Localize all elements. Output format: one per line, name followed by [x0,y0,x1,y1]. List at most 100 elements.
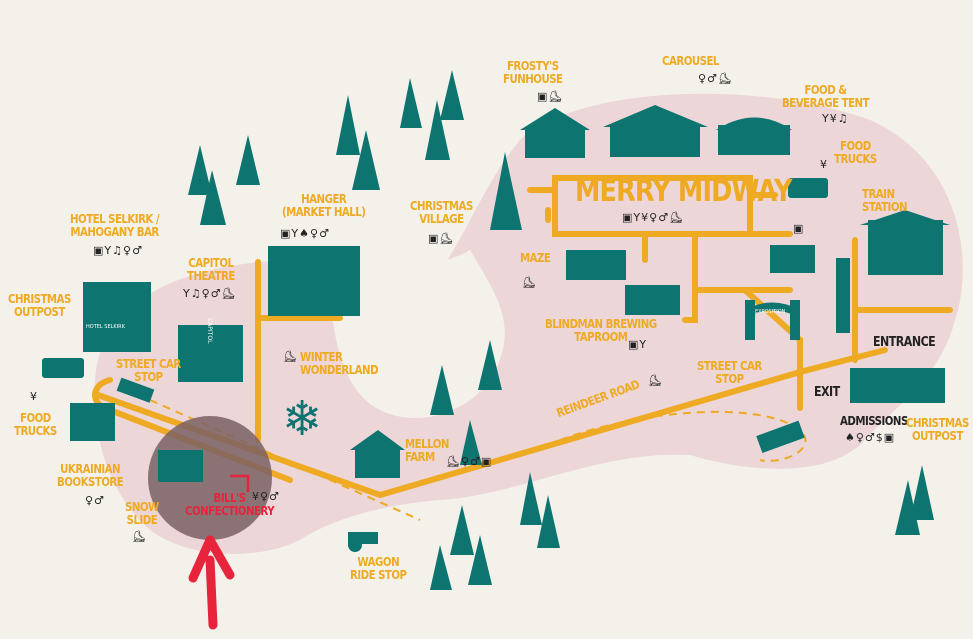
money-icon: $ [875,431,884,444]
food-trucks-right-label: FOOD TRUCKS [834,139,877,166]
bills-amenities: ¥♀♂ [252,490,280,503]
capitol-theatre-label: CAPITOL THEATRE [187,256,235,283]
food-bev-amenities: Y¥♫ [822,112,849,125]
reindeer-road-amenities: ⛸ [648,374,663,387]
trees [188,70,934,590]
food-icon: ¥ [252,490,260,503]
streetcar-left [116,377,155,403]
sleigh-icon: ⛸ [669,211,685,224]
train-station-label: TRAIN STATION [862,187,908,214]
carousel-label: CAROUSEL [662,54,719,68]
merry-midway-label: MERRY MIDWAY [575,174,792,209]
christmas-village-label: CHRISTMAS VILLAGE [410,199,473,226]
restroom-icon: ♀♂ [855,431,876,444]
pavilion-building [770,245,815,273]
hotel-selkirk-amenities: ▣Y♫♀♂ [93,244,143,257]
restroom-icon: ♀♂ [201,287,222,300]
streetcar-right [756,420,805,453]
buildings [42,105,950,552]
hotel-selkirk-building [83,282,151,352]
exit-label: EXIT [814,385,840,400]
gift-icon: ▣ [480,455,493,468]
hotel-sign: HOTEL SELKIRK [86,324,126,330]
restroom-icon: ♀♂ [85,494,105,507]
ukrainian-bookstore-label: UKRAINIAN BOOKSTORE [57,462,124,489]
food-truck-left [42,358,84,378]
taproom-building [625,285,680,315]
gift-icon: ▣ [428,232,440,245]
bills-confectionery-label[interactable]: BILL'S CONFECTIONERY [185,491,275,518]
blindman-amenities: ▣Y [628,338,647,351]
drink-icon: Y [822,112,830,125]
street-car-stop-left-label: STREET CAR STOP [116,357,181,384]
blindman-taproom-label: BLINDMAN BREWING TAPROOM [545,317,657,344]
train [836,258,850,333]
mellon-farm-building [355,448,400,478]
restroom-icon: ♀♂ [123,244,143,257]
food-icon: ¥ [30,390,38,403]
admissions-building [850,368,945,403]
entrance-arch [745,300,755,340]
carousel-building [610,125,700,157]
bills-building [158,450,203,482]
sleigh-icon: ⛸ [446,455,461,468]
event-zone [94,93,963,554]
train-station-building [868,220,943,275]
christmas-outpost-right-label: CHRISTMAS OUTPOST [906,416,969,443]
gift-icon: ▣ [93,244,105,257]
exposition-sign: EXPOSITION [755,309,786,315]
food-trucks-left-label: FOOD TRUCKS [14,411,57,438]
restroom-icon: ♀♂ [310,227,330,240]
capitol-amenities: Y♫♀♂⛸ [183,287,237,300]
bookstore-building [70,403,115,441]
christmas-village-amenities: ▣⛸ [428,232,454,245]
drink-icon: Y [291,227,300,240]
sleigh-icon: ⛸ [522,276,537,289]
sleigh-icon: ⛸ [548,90,564,103]
snowflake-icon: ❄ [282,391,322,447]
drink-icon: Y [633,211,642,224]
gift-icon: ▣ [883,431,896,444]
gift-icon: ▣ [793,222,805,235]
admissions-label: ADMISSIONS [840,414,908,428]
mellon-farm-label: MELLON FARM [405,437,449,464]
food-icon: ¥ [641,211,650,224]
frosty-funhouse-label: FROSTY'S FUNHOUSE [503,59,563,86]
carousel-amenities: ♀♂⛸ [698,72,733,85]
pavilion-amenities: ▣ [793,222,804,235]
sleigh-icon: ⛸ [439,232,455,245]
restroom-icon: ♀♂ [649,211,670,224]
wagon-ride-stop-label: WAGON RIDE STOP [350,555,407,582]
snow-slide-amenities: ⛸ [132,530,147,543]
winter-wonderland-amenities: ⛸ [283,350,298,363]
bell-icon: ♠ [299,227,311,240]
frosty-funhouse-building [525,128,585,158]
capitol-theatre-building [178,325,243,382]
drink-icon: Y [639,338,648,351]
gift-icon: ▣ [537,90,549,103]
hanger-market-hall-label: HANGER (MARKET HALL) [282,192,366,219]
drink-icon: Y [104,244,113,257]
bell-icon: ♠ [845,431,856,444]
food-trucks-left-amenities: ¥ [30,390,38,403]
merry-midway-amenities: ▣Y¥♀♂⛸ [622,211,684,224]
music-icon: ♫ [190,287,202,300]
frosty-amenities: ▣⛸ [537,90,563,103]
maze-building [566,250,626,280]
maze-amenities: ⛸ [522,276,537,289]
music-icon: ♫ [837,112,849,125]
music-icon: ♫ [112,244,124,257]
winter-wonderland-label: WINTER WONDERLAND [300,350,379,377]
gift-icon: ▣ [628,338,640,351]
food-beverage-tent-label: FOOD & BEVERAGE TENT [782,83,870,110]
mellon-farm-amenities: ⛸♀♂▣ [446,455,492,468]
bookstore-amenities: ♀♂ [85,494,105,507]
sleigh-icon: ⛸ [717,72,733,85]
highlight-circle [148,416,272,540]
gift-icon: ▣ [622,211,634,224]
gift-icon: ▣ [280,227,292,240]
bills-arrow [230,474,250,492]
drink-icon: Y [183,287,191,300]
sleigh-icon: ⛸ [221,287,237,300]
hanger-building [268,246,360,316]
